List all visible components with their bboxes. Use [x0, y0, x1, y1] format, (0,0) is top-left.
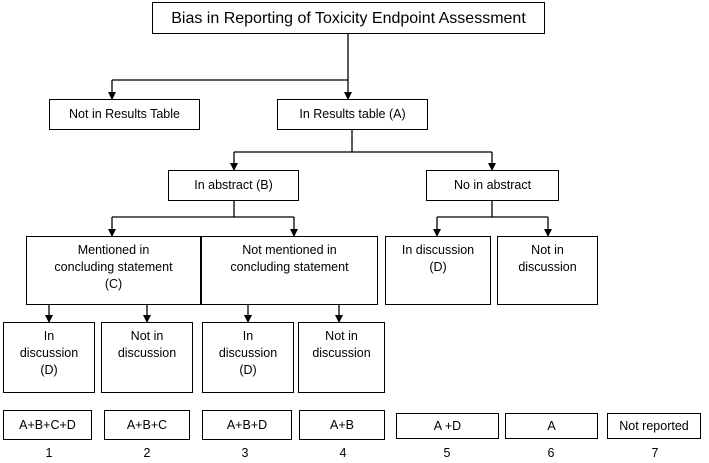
- node-in-abstract: In abstract (B): [168, 170, 299, 201]
- node-not-mentioned-in-concluding-statement: Not mentioned in concluding statement: [201, 236, 378, 305]
- node-abstract-no-not-in-discussion: Not in discussion: [497, 236, 598, 305]
- node-abstract-no-in-discussion: In discussion (D): [385, 236, 491, 305]
- node-c-not-in-discussion: Not in discussion: [101, 322, 193, 393]
- outcome-box-1: A+B+C+D: [3, 410, 92, 440]
- outcome-box-2: A+B+C: [104, 410, 190, 440]
- outcome-number-6: 6: [547, 446, 555, 460]
- node-not-in-abstract: No in abstract: [426, 170, 559, 201]
- node-mentioned-in-concluding-statement: Mentioned in concluding statement (C): [26, 236, 201, 305]
- node-in-results-table: In Results table (A): [277, 99, 428, 130]
- outcome-box-4: A+B: [299, 410, 385, 440]
- node-nc-not-in-discussion: Not in discussion: [298, 322, 385, 393]
- outcome-box-7: Not reported: [607, 413, 701, 439]
- outcome-number-1: 1: [45, 446, 53, 460]
- outcome-box-5: A +D: [396, 413, 499, 439]
- outcome-number-2: 2: [143, 446, 151, 460]
- outcome-number-7: 7: [651, 446, 659, 460]
- outcome-box-3: A+B+D: [202, 410, 292, 440]
- node-not-in-results-table: Not in Results Table: [49, 99, 200, 130]
- outcome-box-6: A: [505, 413, 598, 439]
- diagram-title: Bias in Reporting of Toxicity Endpoint A…: [152, 2, 545, 34]
- outcome-number-4: 4: [339, 446, 347, 460]
- node-c-in-discussion: In discussion (D): [3, 322, 95, 393]
- outcome-number-5: 5: [443, 446, 451, 460]
- node-nc-in-discussion: In discussion (D): [202, 322, 294, 393]
- outcome-number-3: 3: [241, 446, 249, 460]
